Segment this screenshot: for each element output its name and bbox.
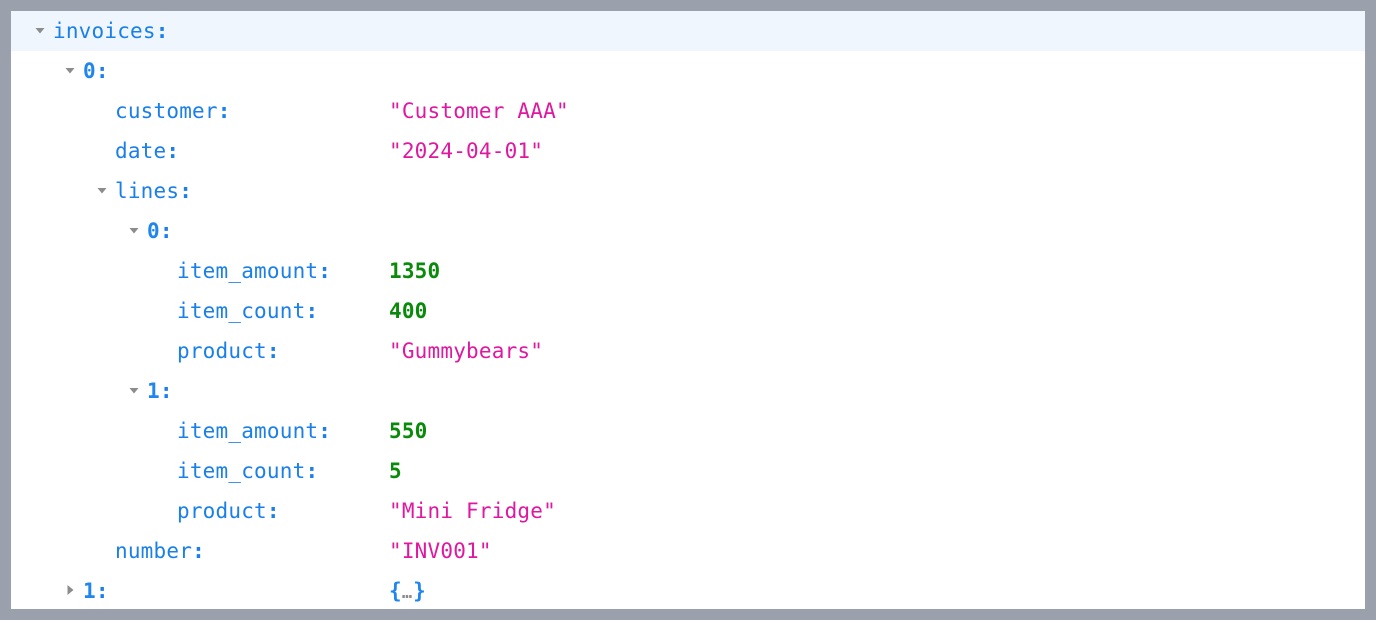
- tree-row-key: invoices: [53, 19, 156, 43]
- tree-row[interactable]: 0:: [11, 51, 1365, 91]
- tree-row[interactable]: product: "Gummybears": [11, 331, 1365, 371]
- tree-row-colon: :: [305, 459, 319, 483]
- tree-row-colon: :: [166, 139, 180, 163]
- tree-row-value: 550: [389, 419, 428, 443]
- tree-row-colon: :: [318, 259, 332, 283]
- twisty-glyph: [67, 585, 74, 595]
- tree-row[interactable]: lines:: [11, 171, 1365, 211]
- tree-row-value: 1350: [389, 259, 441, 283]
- tree-row[interactable]: 1:: [11, 371, 1365, 411]
- tree-row-key: item_count: [177, 299, 306, 323]
- tree-row-value: "2024-04-01": [389, 139, 544, 163]
- tree-row-key: date: [115, 139, 167, 163]
- tree-row-value: "Mini Fridge": [389, 499, 556, 523]
- tree-row[interactable]: date: "2024-04-01": [11, 131, 1365, 171]
- triangle-down-icon[interactable]: [95, 183, 115, 197]
- tree-row-key: item_count: [177, 459, 306, 483]
- tree-row-colon: :: [266, 339, 280, 363]
- tree-row-value: "Customer AAA": [389, 99, 569, 123]
- tree-row[interactable]: product: "Mini Fridge": [11, 491, 1365, 531]
- triangle-down-icon[interactable]: [63, 63, 83, 77]
- twisty-glyph: [129, 388, 139, 394]
- tree-row-key: item_amount: [177, 419, 319, 443]
- tree-row-value: "INV001": [389, 539, 492, 563]
- triangle-right-icon[interactable]: [63, 583, 83, 597]
- tree-row-colon: :: [159, 379, 173, 403]
- tree-row-key: product: [177, 339, 267, 363]
- twisty-glyph: [35, 28, 45, 34]
- tree-row-key: number: [115, 539, 193, 563]
- twisty-glyph: [65, 68, 75, 74]
- tree-row-colon: :: [179, 179, 193, 203]
- json-tree-viewer-panel: invoices:0:customer:"Customer AAA"date:"…: [11, 11, 1365, 609]
- tree-row[interactable]: item_count: 400: [11, 291, 1365, 331]
- tree-row-value: 5: [389, 459, 402, 483]
- tree-row-colon: :: [95, 579, 109, 603]
- twisty-glyph: [97, 188, 107, 194]
- tree-row-colon: :: [217, 99, 231, 123]
- tree-row-key: item_amount: [177, 259, 319, 283]
- triangle-down-icon[interactable]: [33, 23, 53, 37]
- tree-row-colon: :: [95, 59, 109, 83]
- tree-row-value: {…}: [389, 579, 426, 603]
- tree-row-key: 0: [83, 59, 96, 83]
- tree-row[interactable]: item_amount: 1350: [11, 251, 1365, 291]
- tree-row[interactable]: number: "INV001": [11, 531, 1365, 571]
- tree-row-key: product: [177, 499, 267, 523]
- tree-row[interactable]: 0:: [11, 211, 1365, 251]
- triangle-down-icon[interactable]: [127, 383, 147, 397]
- tree-row[interactable]: item_amount: 550: [11, 411, 1365, 451]
- tree-row-value: 400: [389, 299, 428, 323]
- tree-row-value: "Gummybears": [389, 339, 544, 363]
- tree-row-key: customer: [115, 99, 218, 123]
- triangle-down-icon[interactable]: [127, 223, 147, 237]
- tree-row[interactable]: invoices:: [11, 11, 1365, 51]
- tree-row-colon: :: [305, 299, 319, 323]
- tree-row[interactable]: item_count: 5: [11, 451, 1365, 491]
- tree-row-key: 1: [83, 579, 96, 603]
- tree-row-key: 1: [147, 379, 160, 403]
- tree-row-colon: :: [159, 219, 173, 243]
- tree-row-key: lines: [115, 179, 180, 203]
- twisty-glyph: [129, 228, 139, 234]
- tree-row-colon: :: [318, 419, 332, 443]
- tree-row-colon: :: [192, 539, 205, 563]
- tree-row[interactable]: customer: "Customer AAA": [11, 91, 1365, 131]
- tree-row[interactable]: 1: {…}: [11, 571, 1365, 609]
- tree-row-colon: :: [155, 19, 169, 43]
- tree-row-key: 0: [147, 219, 160, 243]
- tree-row-colon: :: [266, 499, 280, 523]
- json-tree: invoices:0:customer:"Customer AAA"date:"…: [11, 11, 1365, 609]
